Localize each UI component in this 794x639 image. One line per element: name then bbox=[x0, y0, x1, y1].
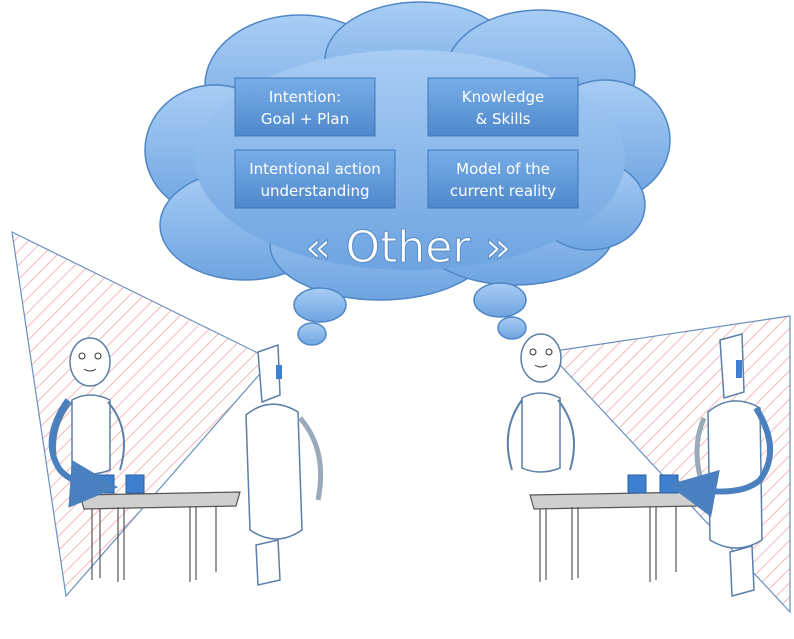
left-table-icon bbox=[79, 491, 241, 582]
box-intention-line2: Goal + Plan bbox=[261, 110, 349, 128]
box-model-line1: Model of the bbox=[456, 160, 550, 178]
cloud-box-model-reality: Model of the current reality bbox=[427, 149, 579, 209]
box-intention-line1: Intention: bbox=[269, 88, 341, 106]
left-view-cone bbox=[11, 230, 273, 598]
cloud-title: « Other » bbox=[305, 222, 512, 273]
left-robot-figure-icon bbox=[245, 343, 324, 586]
thought-bubbles bbox=[293, 282, 527, 346]
box-model-line2: current reality bbox=[450, 182, 556, 200]
right-table-icon bbox=[529, 491, 701, 582]
left-arrow-icon bbox=[48, 398, 118, 508]
cloud-box-intention: Intention: Goal + Plan bbox=[234, 77, 376, 137]
left-human-figure-icon bbox=[54, 337, 125, 475]
right-arrow-icon bbox=[668, 406, 773, 518]
box-knowledge-line2: & Skills bbox=[476, 110, 531, 128]
box-action-line1: Intentional action bbox=[249, 160, 381, 178]
right-cube-icon bbox=[627, 474, 679, 494]
right-human-figure-icon bbox=[506, 333, 575, 473]
cloud-box-knowledge: Knowledge & Skills bbox=[427, 77, 579, 137]
box-knowledge-line1: Knowledge bbox=[462, 88, 544, 106]
thought-cloud-icon bbox=[144, 1, 671, 346]
box-action-line2: understanding bbox=[260, 182, 369, 200]
cloud-box-action-understanding: Intentional action understanding bbox=[234, 149, 396, 209]
